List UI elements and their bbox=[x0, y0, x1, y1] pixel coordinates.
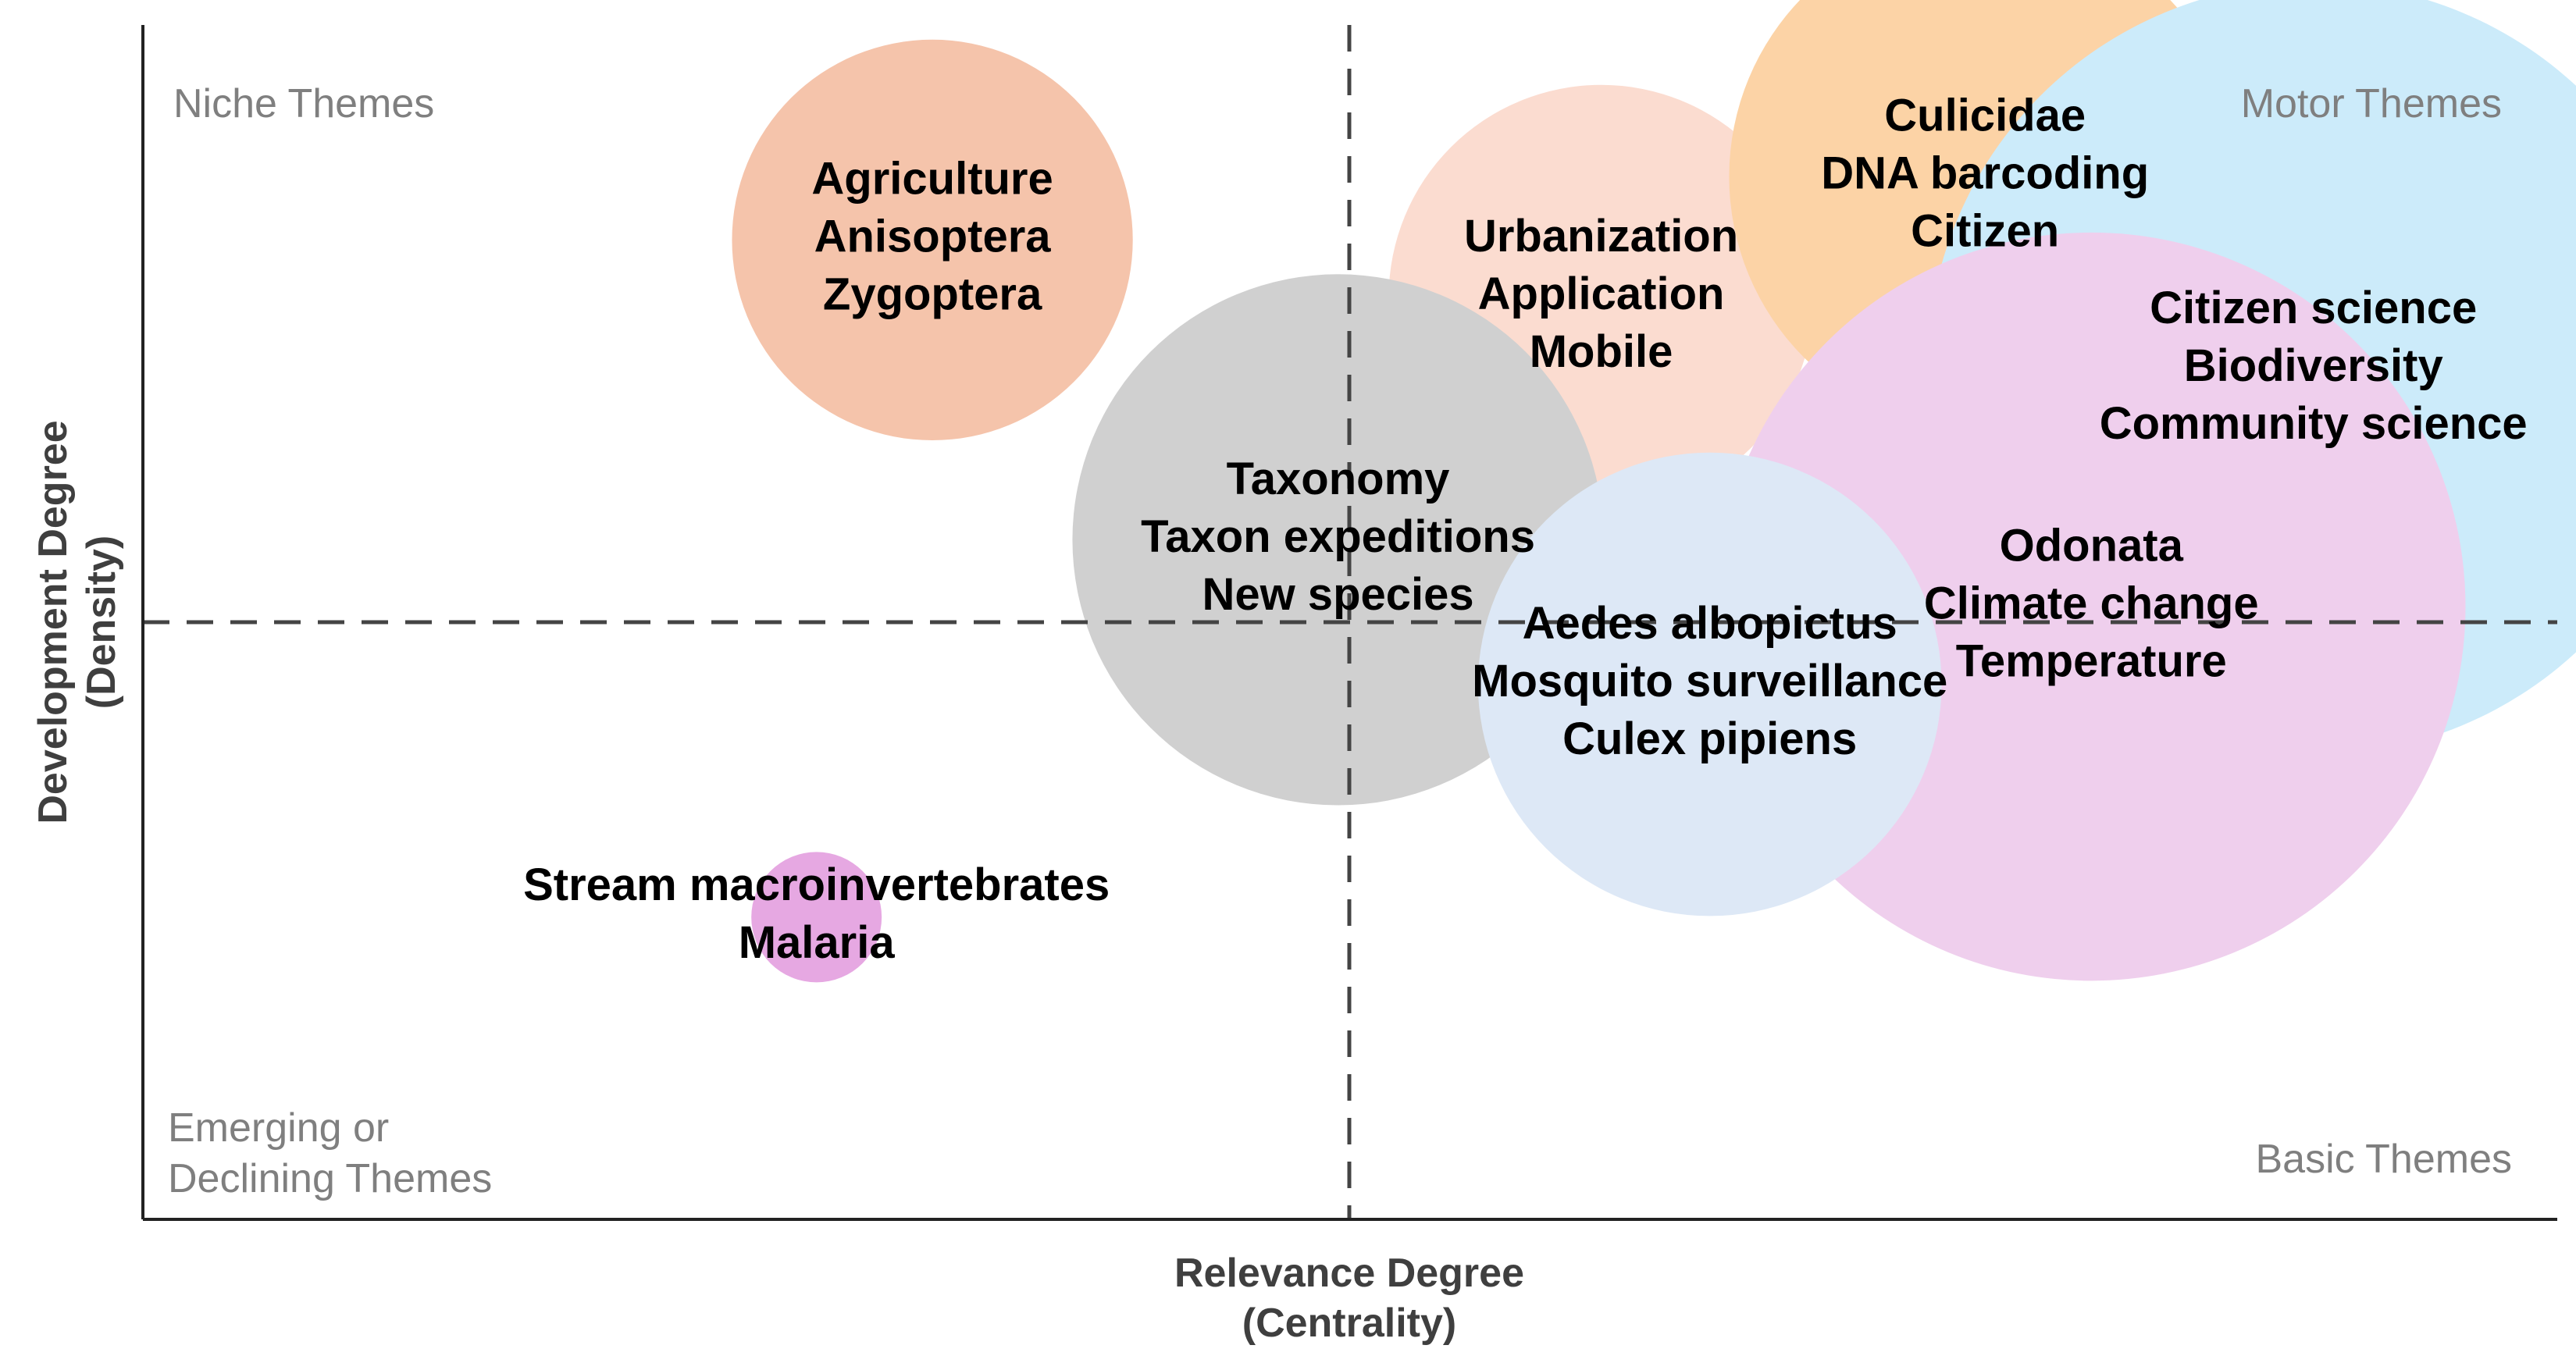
quadrant-label-motor: Motor Themes bbox=[2241, 81, 2502, 126]
cluster-label-3-1: Biodiversity bbox=[2184, 340, 2443, 391]
cluster-label-6-1: Mosquito surveillance bbox=[1472, 656, 1947, 706]
cluster-bubble-6 bbox=[1477, 452, 1942, 916]
y-axis-label-line-2: (Density) bbox=[79, 536, 124, 709]
quadrant-label-emerging-line-2: Declining Themes bbox=[168, 1156, 492, 1201]
cluster-label-1-2: Mobile bbox=[1530, 326, 1673, 377]
cluster-bubble-0 bbox=[732, 39, 1133, 441]
cluster-label-1-1: Application bbox=[1478, 269, 1725, 319]
quadrant-label-basic: Basic Themes bbox=[2255, 1137, 2512, 1182]
quadrant-label-emerging-line-1: Emerging or bbox=[168, 1105, 389, 1151]
cluster-label-5-2: Temperature bbox=[1956, 635, 2227, 686]
cluster-label-4-1: Taxon expeditions bbox=[1141, 511, 1535, 562]
y-axis-label-line-1: Development Degree bbox=[30, 420, 76, 824]
cluster-label-3-0: Citizen science bbox=[2150, 283, 2477, 333]
cluster-label-2-2: Citizen bbox=[1911, 206, 2059, 257]
cluster-label-0-0: Agriculture bbox=[811, 154, 1053, 205]
cluster-bubble-7 bbox=[751, 852, 882, 983]
quadrant-label-niche: Niche Themes bbox=[173, 81, 434, 126]
cluster-label-6-2: Culex pipiens bbox=[1562, 714, 1857, 764]
bubble-layer bbox=[732, 0, 2576, 983]
cluster-label-4-0: Taxonomy bbox=[1227, 454, 1450, 504]
cluster-label-5-0: Odonata bbox=[2000, 520, 2184, 571]
cluster-label-7-1: Malaria bbox=[739, 917, 896, 968]
cluster-label-5-1: Climate change bbox=[1924, 578, 2259, 628]
y-axis-label: Development Degree (Density) bbox=[30, 420, 124, 824]
cluster-label-3-2: Community science bbox=[2100, 398, 2528, 449]
cluster-label-7-0: Stream macroinvertebrates bbox=[523, 859, 1110, 910]
cluster-label-0-1: Anisoptera bbox=[814, 212, 1052, 262]
cluster-label-2-1: DNA barcoding bbox=[1821, 148, 2149, 199]
cluster-label-4-2: New species bbox=[1202, 569, 1473, 620]
cluster-label-6-0: Aedes albopictus bbox=[1523, 598, 1897, 649]
x-axis-label-line-1: Relevance Degree bbox=[1174, 1251, 1524, 1296]
cluster-label-2-0: Culicidae bbox=[1884, 91, 2086, 141]
cluster-label-0-2: Zygoptera bbox=[823, 269, 1042, 320]
x-axis-label-line-2: (Centrality) bbox=[1242, 1301, 1456, 1346]
cluster-label-1-0: Urbanization bbox=[1464, 211, 1738, 262]
cluster-bubble-4 bbox=[1072, 274, 1604, 806]
